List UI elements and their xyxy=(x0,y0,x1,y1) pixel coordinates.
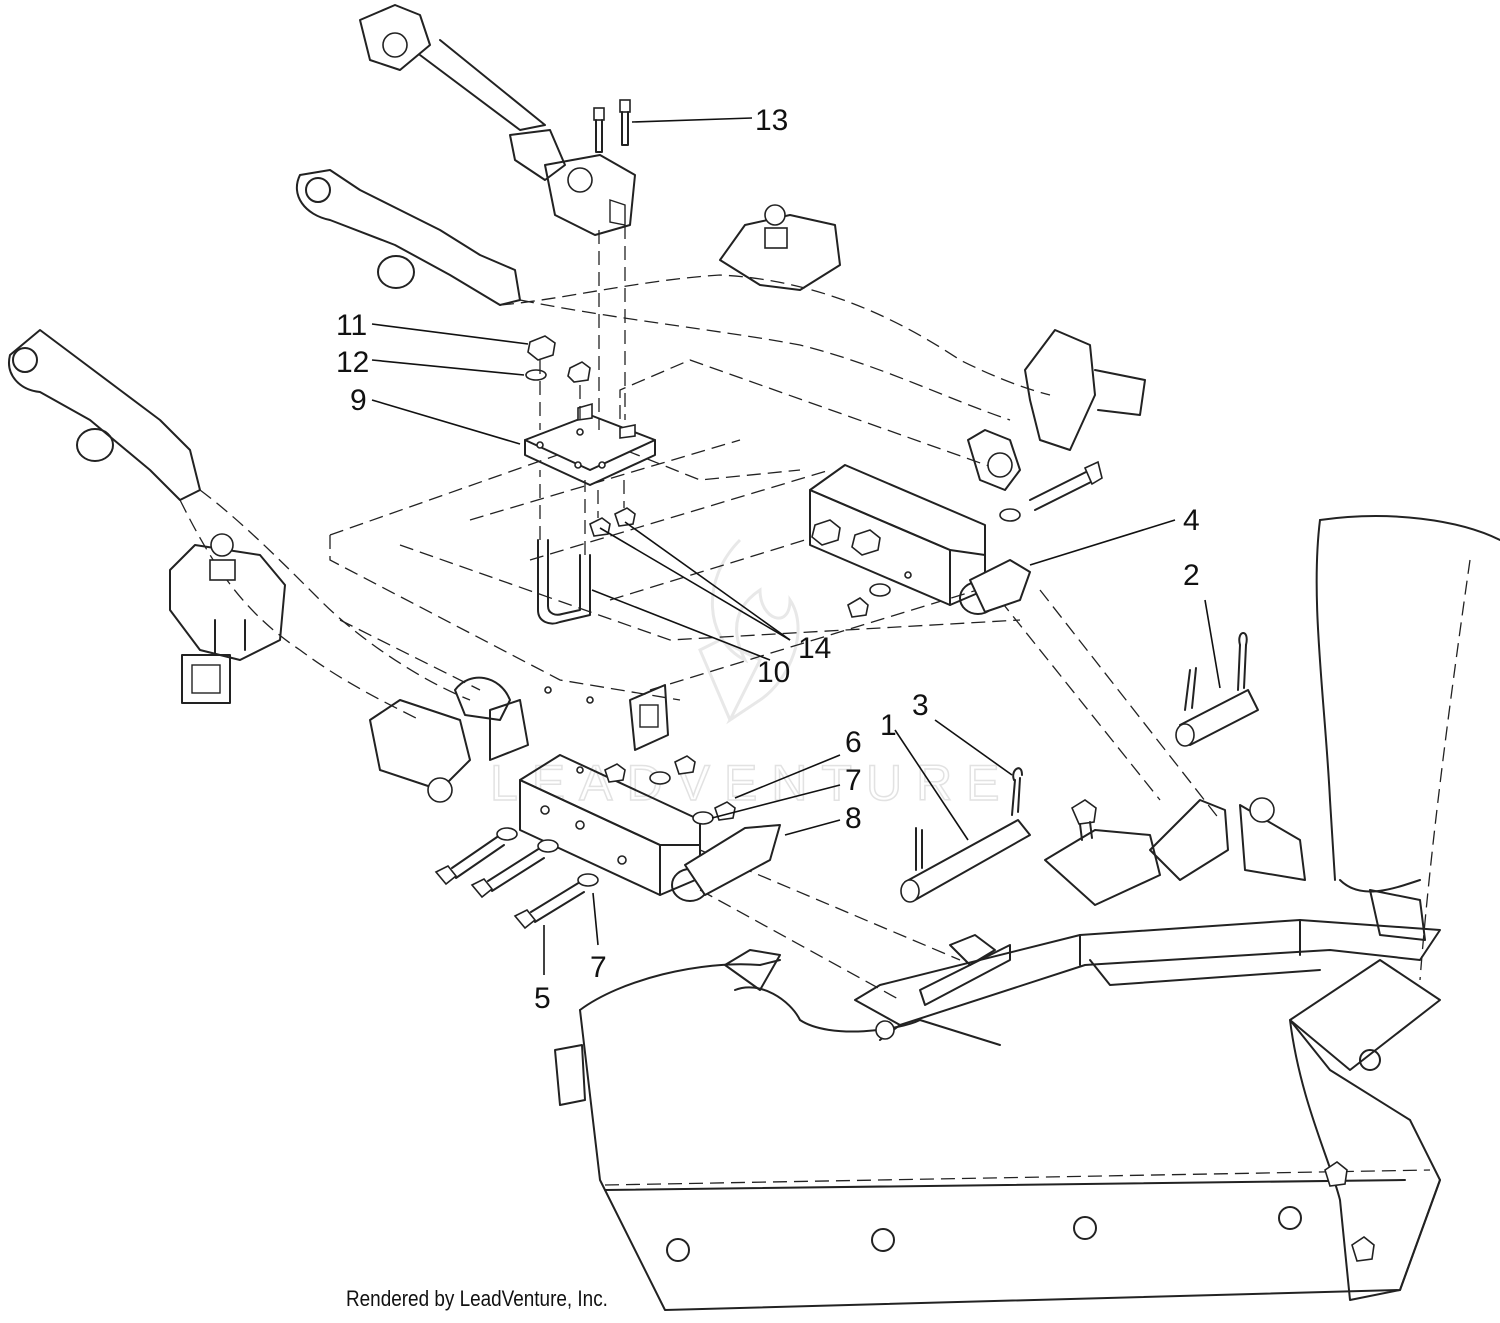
callout-9: 9 xyxy=(350,384,367,417)
callout-3: 3 xyxy=(912,689,929,722)
push-frame xyxy=(329,359,1221,1001)
callout-7-lower: 7 xyxy=(590,951,607,984)
watermark-logo-icon xyxy=(698,538,800,725)
callout-7-upper: 7 xyxy=(845,764,862,797)
blade-mount-frame xyxy=(854,797,1441,1301)
side-bracket-part-4 xyxy=(809,429,1103,618)
side-bracket-part-8 xyxy=(519,754,781,902)
pin-part-1 xyxy=(900,767,1031,903)
bolts-part-13 xyxy=(593,99,631,430)
callout-labels: 13 11 12 9 4 2 14 10 3 1 6 7 8 7 5 xyxy=(336,104,1200,1015)
bolts-part-5 xyxy=(434,827,599,930)
callout-6: 6 xyxy=(845,726,862,759)
pin-part-2 xyxy=(1175,632,1259,747)
callout-1: 1 xyxy=(880,709,897,742)
callout-8: 8 xyxy=(845,802,862,835)
callout-4: 4 xyxy=(1183,504,1200,537)
callout-10: 10 xyxy=(757,656,790,689)
callout-2: 2 xyxy=(1183,559,1200,592)
callout-11: 11 xyxy=(336,309,367,342)
upper-pivot-bracket xyxy=(719,204,1146,451)
callout-14: 14 xyxy=(798,632,831,665)
watermark-text: LEADVENTURE xyxy=(490,755,1014,811)
mounting-plate-part-9 xyxy=(524,335,656,537)
callout-13: 13 xyxy=(755,104,788,137)
lower-lift-arm xyxy=(8,329,471,721)
render-credit: Rendered by LeadVenture, Inc. xyxy=(346,1286,608,1311)
callout-12: 12 xyxy=(336,346,369,379)
callout-5: 5 xyxy=(534,982,551,1015)
lower-pivot-bracket xyxy=(169,533,286,704)
drive-shaft xyxy=(359,4,636,236)
leader-lines xyxy=(371,117,1221,975)
upper-lift-arm xyxy=(295,169,1051,421)
u-bolt-part-10 xyxy=(537,470,591,625)
